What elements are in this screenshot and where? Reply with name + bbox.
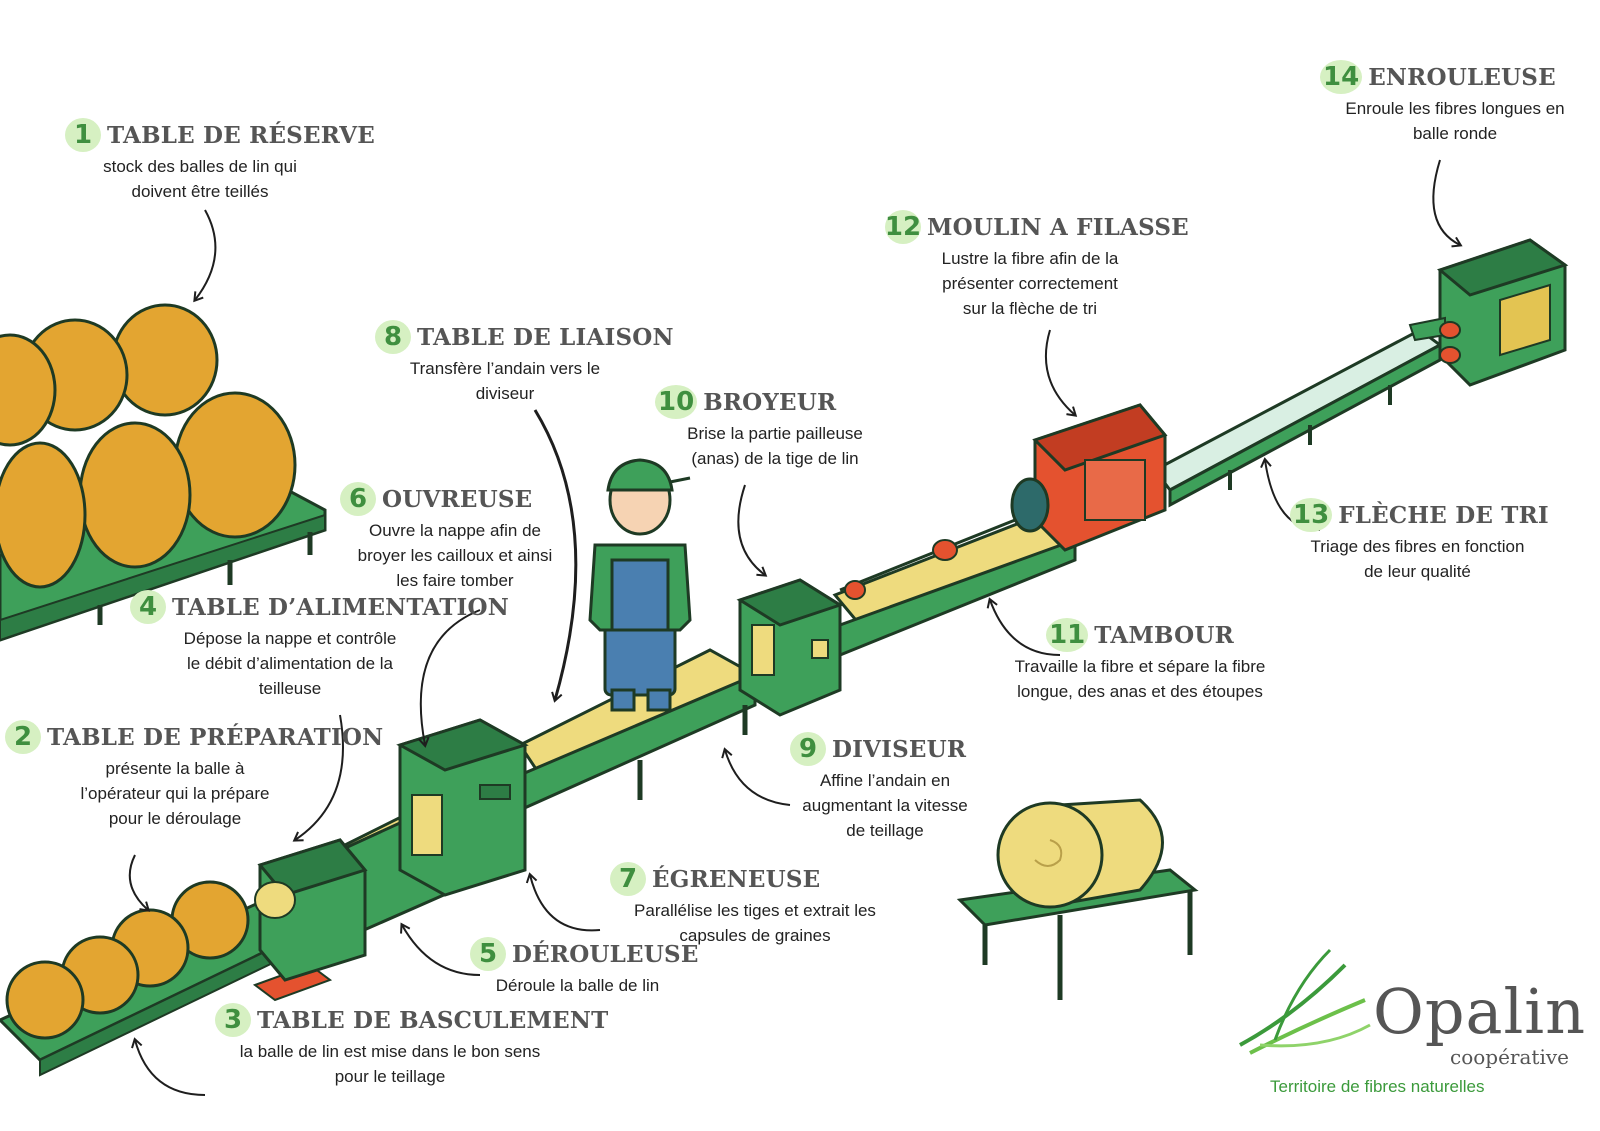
- step-number: 1: [65, 118, 101, 152]
- arrow-step-5: [400, 922, 481, 976]
- opener-machine: [396, 718, 529, 897]
- preparation-bales: [5, 880, 250, 1040]
- step-number: 13: [1290, 498, 1333, 532]
- arrow-step-14: [1432, 159, 1463, 248]
- step-number: 3: [215, 1003, 251, 1037]
- divider-machine: [736, 578, 844, 717]
- arrow-step-8: [533, 409, 578, 703]
- step-description: Déroule la balle de lin: [495, 976, 660, 995]
- logo-tagline: Territoire de fibres naturelles: [1270, 1077, 1485, 1096]
- logo-subtitle: coopérative: [1450, 1045, 1569, 1069]
- step-number: 6: [340, 482, 376, 516]
- reserve-bales: [0, 303, 297, 589]
- step-title: TABLE DE RÉSERVE: [107, 121, 375, 149]
- winder-machine: [1408, 238, 1569, 387]
- step-number: 5: [470, 937, 506, 971]
- step-title: MOULIN A FILASSE: [927, 213, 1189, 241]
- step-number: 12: [884, 210, 922, 244]
- step-title: DIVISEUR: [832, 735, 967, 763]
- step-title: TAMBOUR: [1094, 621, 1234, 649]
- step-title: TABLE DE LIAISON: [417, 323, 674, 351]
- opalin-logo: Opalin coopérative Territoire de fibres …: [1235, 945, 1585, 1105]
- step-title: ENROULEUSE: [1368, 63, 1556, 91]
- step-title: OUVREUSE: [382, 485, 533, 513]
- tow-mill-machine: [1010, 403, 1168, 552]
- arrow-step-9: [721, 747, 791, 806]
- step-number: 14: [1320, 60, 1363, 94]
- arrow-step-2: [128, 854, 151, 912]
- step-description: Brise la partie pailleuse(anas) de la ti…: [687, 424, 863, 468]
- step-number: 2: [5, 720, 41, 754]
- step-number: 7: [610, 862, 646, 896]
- arrow-step-10: [737, 484, 768, 577]
- arrow-step-11: [986, 597, 1061, 656]
- step-number: 4: [130, 590, 166, 624]
- step-title: FLÈCHE DE TRI: [1338, 501, 1549, 529]
- step-number: 9: [790, 732, 826, 766]
- step-description: la balle de lin est mise dans le bon sen…: [239, 1042, 541, 1086]
- step-number: 8: [375, 320, 411, 354]
- arrow-step-4: [292, 714, 344, 842]
- step-number: 11: [1046, 618, 1089, 652]
- flax-stem-icon: [1239, 948, 1371, 1055]
- arrow-step-6: [418, 609, 481, 748]
- step-title: BROYEUR: [703, 388, 837, 416]
- arrow-step-1: [193, 209, 217, 303]
- operator-figure: [588, 458, 692, 712]
- step-number: 10: [655, 385, 698, 419]
- arrow-step-12: [1044, 329, 1078, 417]
- step-title: DÉROULEUSE: [512, 940, 699, 968]
- step-title: ÉGRENEUSE: [652, 865, 821, 893]
- step-title: TABLE DE PRÉPARATION: [47, 723, 384, 751]
- callout-arrows: [128, 159, 1463, 1096]
- finished-bale-stand: [956, 798, 1199, 1000]
- step-title: TABLE DE BASCULEMENT: [257, 1006, 609, 1034]
- arrow-step-7: [525, 872, 601, 932]
- unroller-machine: [254, 838, 368, 982]
- arrow-step-3: [131, 1037, 206, 1096]
- logo-name: Opalin: [1373, 975, 1587, 1048]
- sorting-arrow-rail: [1152, 328, 1443, 508]
- step-title: TABLE D’ALIMENTATION: [172, 593, 509, 621]
